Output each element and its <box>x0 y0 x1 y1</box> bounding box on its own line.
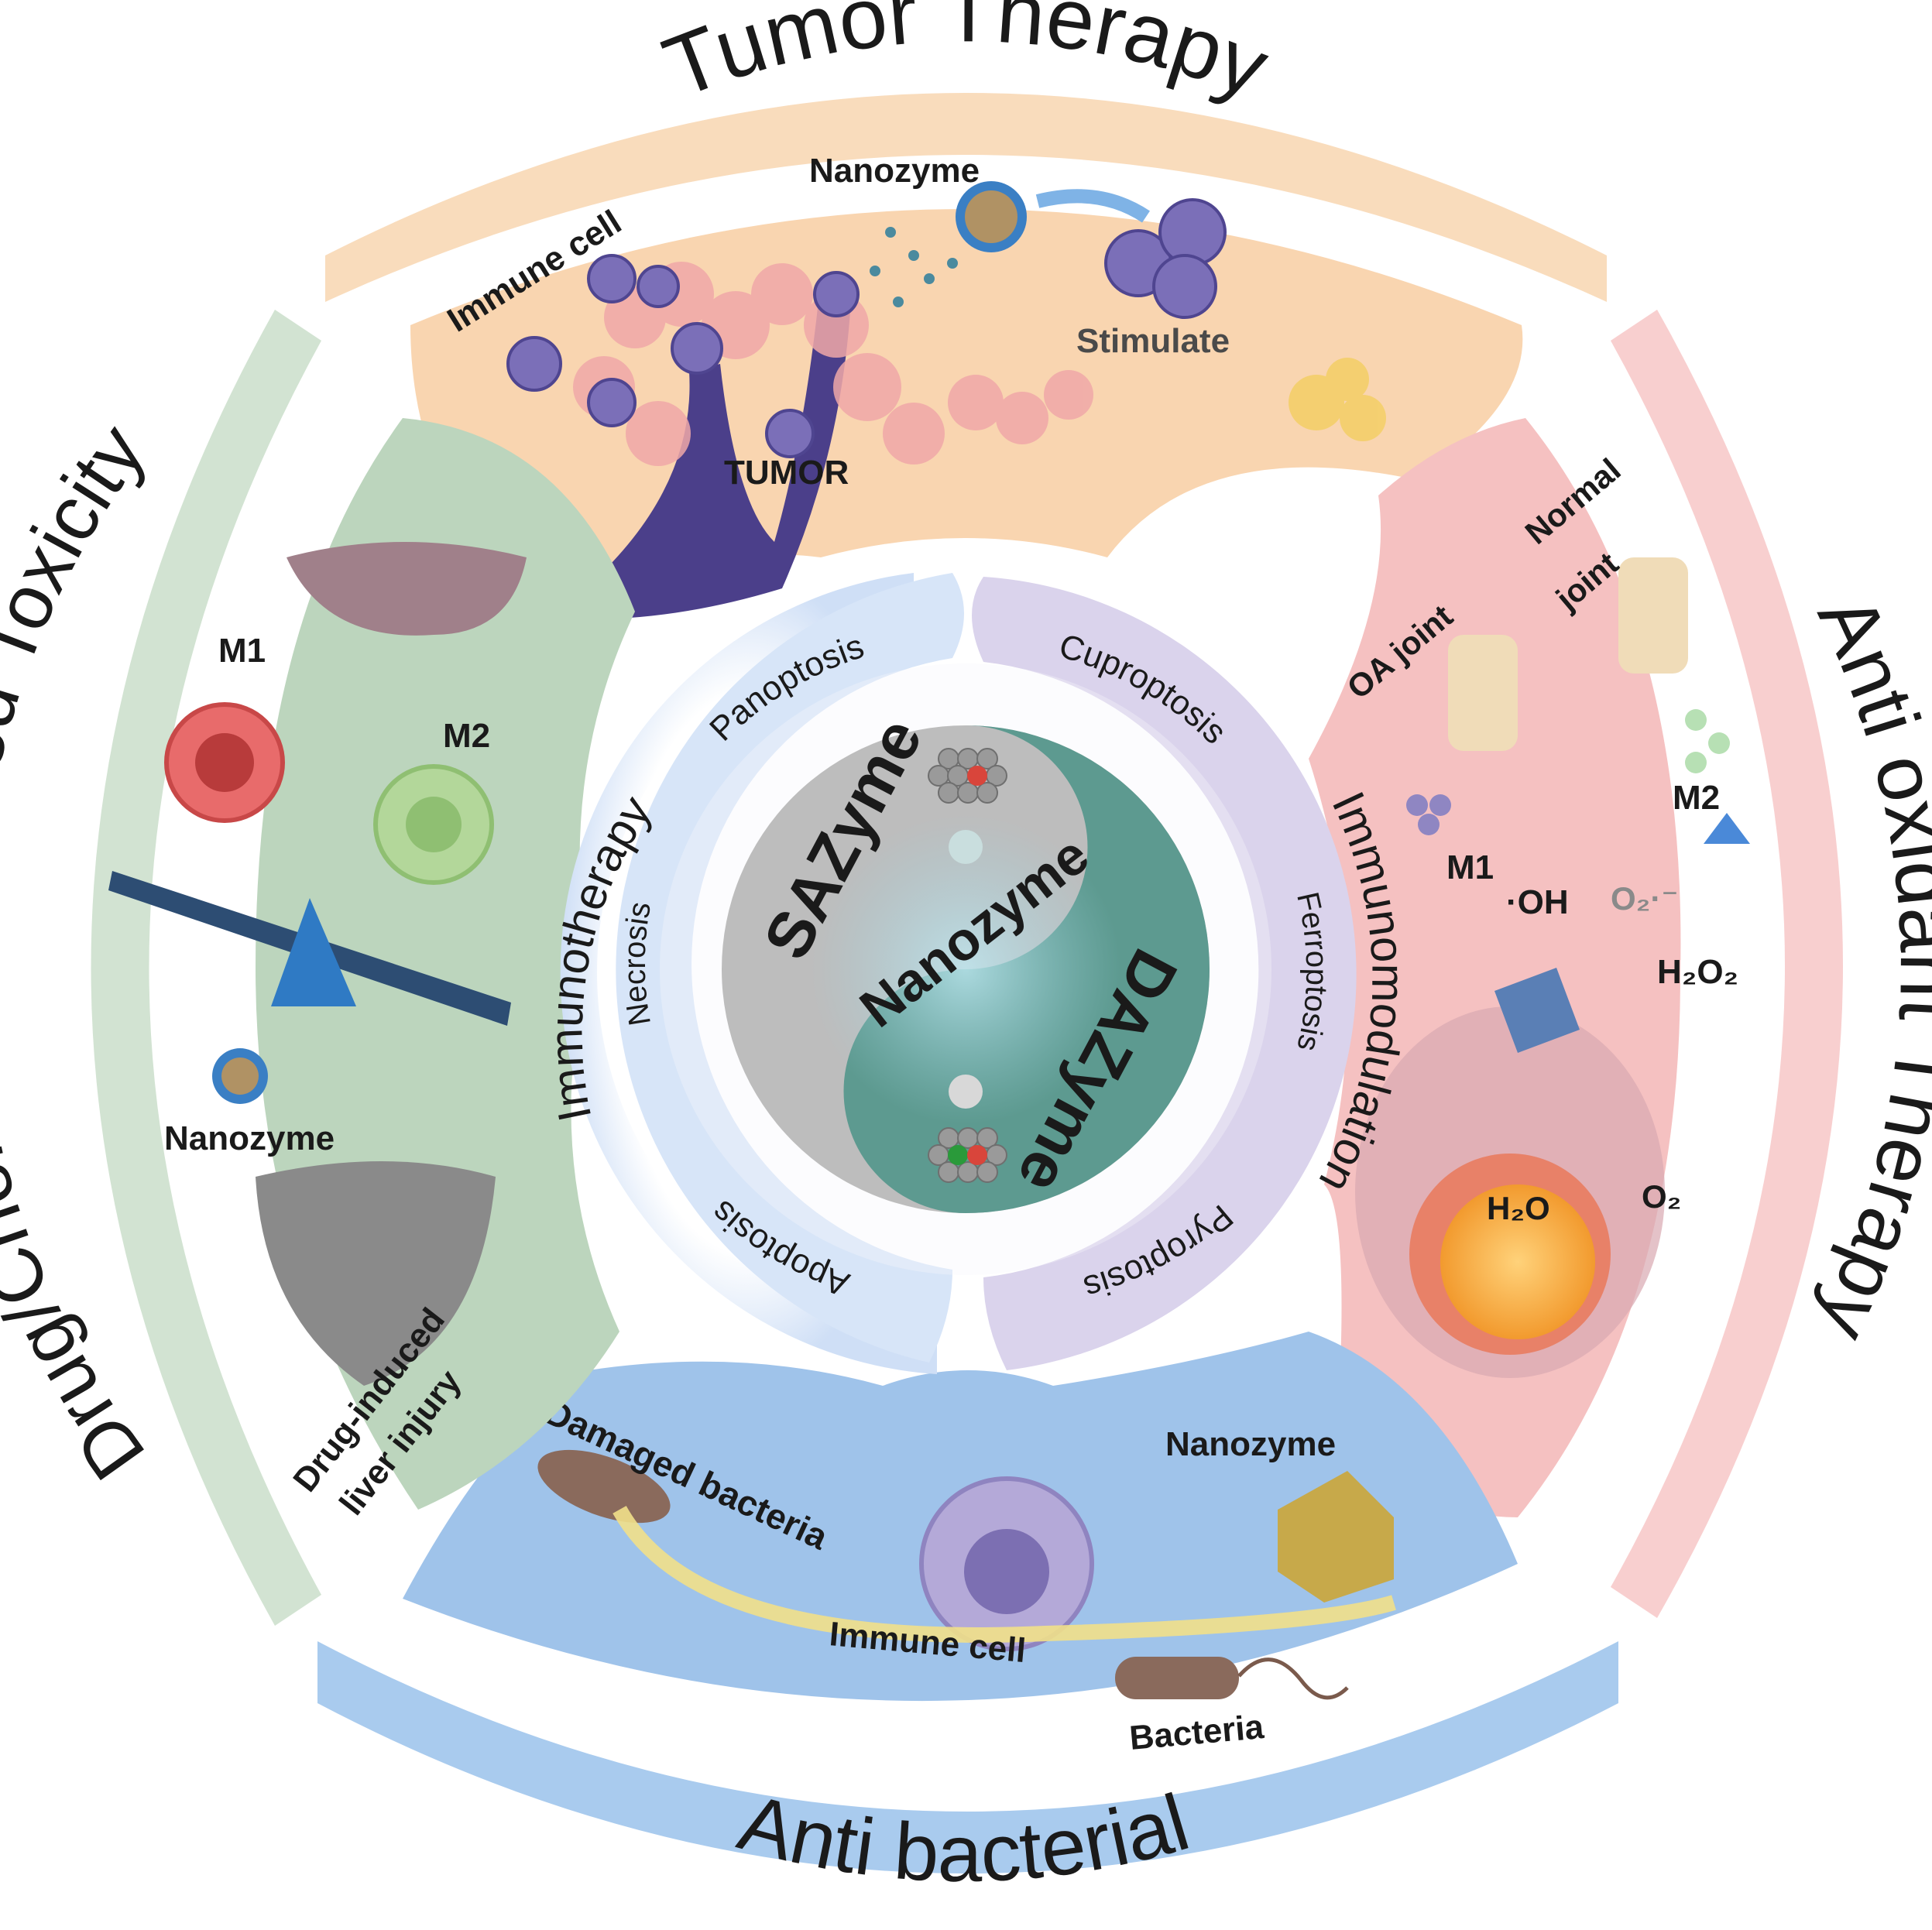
antibac-bacteria-label: Bacteria <box>1128 1708 1266 1757</box>
necrosis-label: Necrosis <box>618 900 657 1028</box>
antibac-nanozyme-label: Nanozyme <box>1165 1425 1336 1463</box>
antiox-m1-label: M1 <box>1446 848 1494 886</box>
antiox-o2-label: O₂ <box>1642 1178 1681 1215</box>
toxicity-m2-label: M2 <box>443 717 490 755</box>
outer-band-tumor <box>325 93 1607 302</box>
antiox-oh-label: ·OH <box>1506 883 1569 921</box>
core-yin-yang <box>722 725 1210 1213</box>
outer-band-toxicity <box>91 310 321 1626</box>
antiox-h2o2-label: H₂O₂ <box>1657 953 1738 991</box>
toxicity-panel <box>108 418 635 1510</box>
antiox-h2o-label: H₂O <box>1487 1190 1550 1226</box>
outer-band-antioxidant <box>1611 310 1843 1618</box>
toxicity-m1-label: M1 <box>218 632 266 670</box>
antioxidant-panel <box>1309 418 1750 1517</box>
outer-band-antibacterial <box>317 1641 1618 1873</box>
tumor-tumor-label: TUMOR <box>724 454 849 492</box>
antibacterial-label: Anti bacterial <box>730 1777 1199 1899</box>
tumor-panel <box>410 181 1523 619</box>
toxicity-nanozyme-label: Nanozyme <box>164 1119 335 1157</box>
antiox-m2-label: M2 <box>1673 779 1720 817</box>
antibacterial-panel <box>403 1332 1518 1702</box>
antiox-o2-radical-label: O₂·⁻ <box>1611 880 1679 917</box>
tumor-nanozyme-label: Nanozyme <box>809 152 980 190</box>
tumor-stimulate-label: Stimulate <box>1076 322 1230 360</box>
